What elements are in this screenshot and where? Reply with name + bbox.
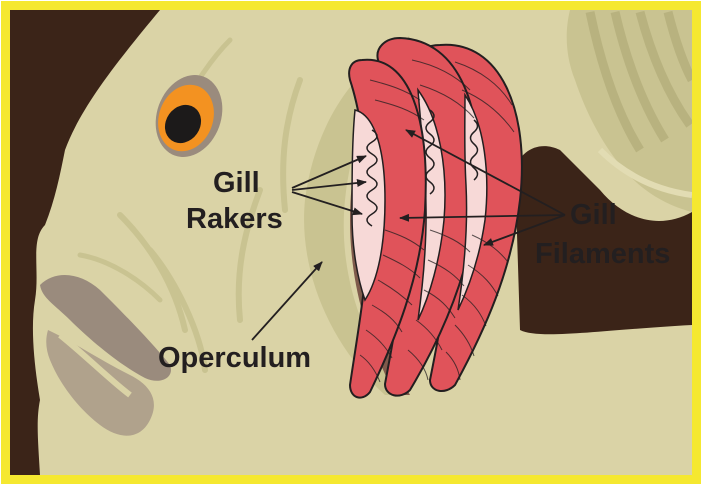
gill-filaments-label-line2: Filaments <box>535 238 670 270</box>
gill-filaments-label-line1: Gill <box>570 199 617 231</box>
gill-rakers-label-line1: Gill <box>213 167 260 199</box>
operculum-label: Operculum <box>158 342 311 374</box>
gill-rakers-label-line2: Rakers <box>186 203 283 235</box>
